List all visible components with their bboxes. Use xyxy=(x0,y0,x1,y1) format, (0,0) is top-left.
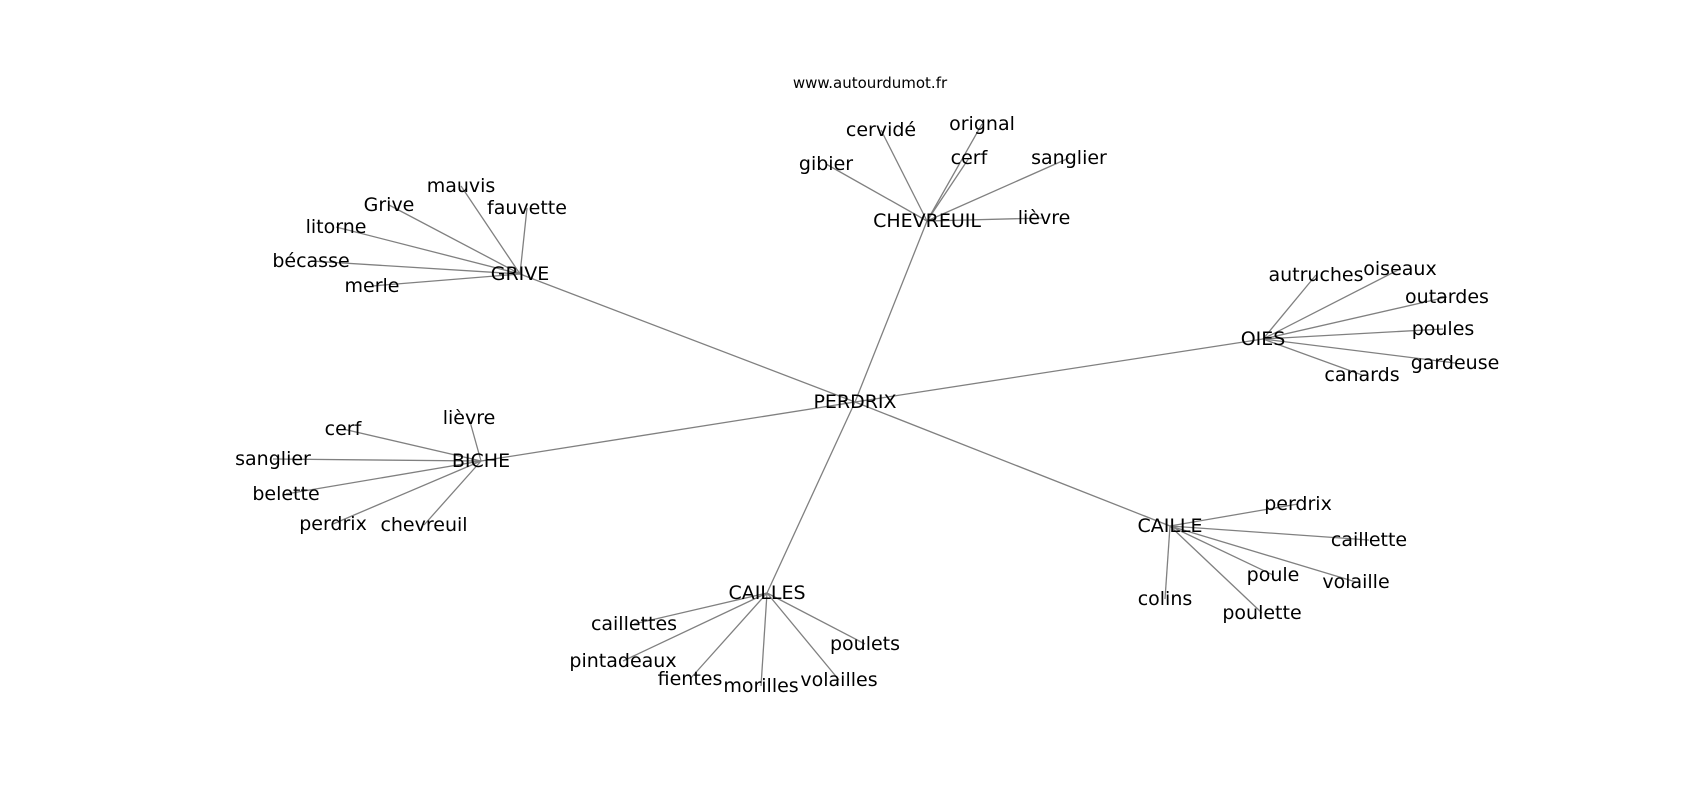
edge-root-caille xyxy=(854,401,1171,527)
leaf-node-chevreuil-lievre: lièvre xyxy=(1018,207,1071,229)
leaf-node-grive-becasse: bécasse xyxy=(272,250,349,272)
leaf-node-cailles-pintadeaux: pintadeaux xyxy=(569,650,676,672)
leaf-node-grive-grive: Grive xyxy=(364,194,415,216)
edge-oies-oiseaux xyxy=(1262,268,1401,340)
leaf-node-oies-canards: canards xyxy=(1324,364,1399,386)
hub-node-oies: OIES xyxy=(1241,328,1286,350)
leaf-node-oies-poules: poules xyxy=(1412,318,1475,340)
edge-chevreuil-lievre xyxy=(926,217,1045,222)
edge-root-oies xyxy=(854,338,1264,403)
leaf-node-caille-poule: poule xyxy=(1247,564,1300,586)
root-node-label: PERDRIX xyxy=(813,391,896,413)
leaf-node-caille-perdrix: perdrix xyxy=(1264,493,1332,515)
edge-biche-belette xyxy=(285,460,482,495)
leaf-node-biche-lievre: lièvre xyxy=(443,407,496,429)
hub-node-biche: BICHE xyxy=(452,450,510,472)
edge-caille-perdrix xyxy=(1169,503,1299,527)
website-label: www.autourdumot.fr xyxy=(793,74,948,92)
graph-labels: PERDRIX CHEVREUIL gibier cervidé orignal cerf… xyxy=(235,113,1499,697)
edge-caille-colins xyxy=(1164,525,1171,600)
edge-cailles-fientes xyxy=(689,592,768,680)
leaf-node-grive-litorne: litorne xyxy=(306,216,367,238)
edge-root-biche xyxy=(480,401,856,462)
leaf-node-oies-outardes: outardes xyxy=(1405,286,1489,308)
leaf-node-caille-colins: colins xyxy=(1138,588,1193,610)
leaf-node-oies-gardeuse: gardeuse xyxy=(1411,352,1500,374)
edge-chevreuil-orignal xyxy=(926,123,983,222)
edge-biche-lievre xyxy=(468,417,482,462)
edge-biche-chevreuil xyxy=(423,460,482,526)
hub-node-caille: CAILLE xyxy=(1137,515,1202,537)
edge-grive-mauvis xyxy=(460,185,521,275)
edge-root-cailles xyxy=(766,401,856,594)
leaf-node-cailles-caillettes: caillettes xyxy=(591,613,677,635)
edge-cailles-morilles xyxy=(760,592,768,687)
edge-cailles-volailles xyxy=(766,592,840,681)
hub-node-chevreuil: CHEVREUIL xyxy=(873,210,981,232)
leaf-node-cailles-morilles: morilles xyxy=(723,675,798,697)
edge-chevreuil-cervide xyxy=(880,129,928,222)
leaf-node-caille-volaille: volaille xyxy=(1322,571,1389,593)
leaf-node-cailles-poulets: poulets xyxy=(830,633,900,655)
edge-cailles-poulets xyxy=(766,592,866,645)
edge-caille-caillette xyxy=(1169,525,1370,541)
edge-grive-merle xyxy=(371,273,521,287)
edge-chevreuil-sanglier xyxy=(926,157,1070,222)
leaf-node-chevreuil-sanglier: sanglier xyxy=(1031,147,1107,169)
leaf-node-chevreuil-gibier: gibier xyxy=(799,153,853,175)
leaf-node-biche-chevreuil: chevreuil xyxy=(380,514,467,536)
leaf-node-caille-poulette: poulette xyxy=(1222,602,1301,624)
edge-grive-fauvette xyxy=(519,207,528,275)
edge-root-chevreuil xyxy=(854,220,928,403)
leaf-node-cailles-fientes: fientes xyxy=(658,668,723,690)
edge-biche-perdrix xyxy=(332,460,482,525)
edge-caille-volaille xyxy=(1169,525,1357,583)
leaf-node-grive-fauvette: fauvette xyxy=(487,197,567,219)
edge-chevreuil-cerf xyxy=(926,157,970,222)
edge-caille-poulette xyxy=(1169,525,1263,614)
edge-oies-autruches xyxy=(1262,274,1317,340)
leaf-node-chevreuil-orignal: orignal xyxy=(949,113,1015,135)
leaf-node-chevreuil-cervide: cervidé xyxy=(846,119,916,141)
hub-node-cailles: CAILLES xyxy=(728,582,805,604)
edge-oies-outardes xyxy=(1262,296,1448,340)
edge-grive-grive xyxy=(388,204,521,275)
edge-cailles-caillettes xyxy=(633,592,768,625)
edge-root-grive xyxy=(519,273,856,403)
edge-grive-litorne xyxy=(335,226,521,275)
leaf-node-grive-merle: merle xyxy=(345,275,400,297)
edge-biche-sanglier xyxy=(272,458,482,462)
leaf-node-caille-caillette: caillette xyxy=(1331,529,1407,551)
leaf-node-chevreuil-cerf: cerf xyxy=(951,147,989,169)
edge-chevreuil-gibier xyxy=(825,163,928,222)
edge-grive-becasse xyxy=(310,260,521,275)
leaf-node-oies-autruches: autruches xyxy=(1268,264,1363,286)
leaf-node-biche-belette: belette xyxy=(252,483,319,505)
leaf-node-oies-oiseaux: oiseaux xyxy=(1363,258,1436,280)
edge-caille-poule xyxy=(1169,525,1274,576)
leaf-node-biche-perdrix: perdrix xyxy=(299,513,367,535)
edge-oies-gardeuse xyxy=(1262,338,1456,364)
leaf-node-biche-sanglier: sanglier xyxy=(235,448,311,470)
leaf-node-biche-cerf: cerf xyxy=(325,418,363,440)
edge-biche-cerf xyxy=(342,428,482,462)
leaf-node-grive-mauvis: mauvis xyxy=(427,175,496,197)
graph-edges xyxy=(272,123,1456,687)
leaf-node-cailles-volailles: volailles xyxy=(800,669,877,691)
edge-cailles-pintadeaux xyxy=(622,592,768,662)
hub-node-grive: GRIVE xyxy=(491,263,550,285)
edge-oies-poules xyxy=(1262,328,1444,340)
edge-oies-canards xyxy=(1262,338,1363,376)
